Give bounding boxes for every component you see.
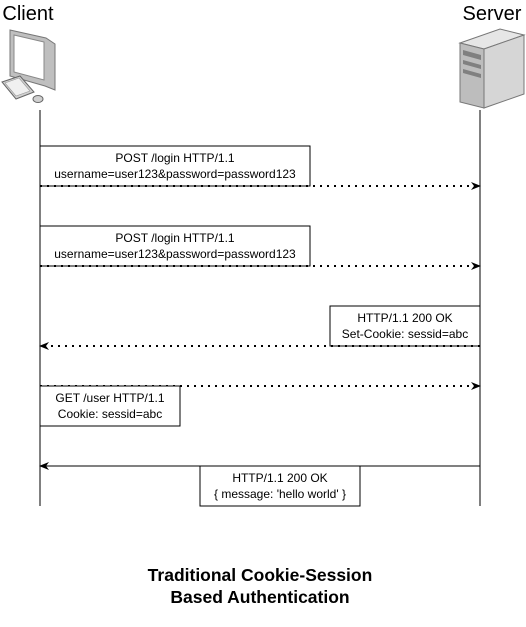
message-box [199, 465, 361, 507]
message-3: HTTP/1.1 200 OK Set-Cookie: sessid=abc [39, 305, 481, 350]
message-line-1: HTTP/1.1 200 OK [232, 471, 327, 485]
message-line-2: username=user123&password=password123 [54, 247, 296, 261]
message-box [39, 145, 311, 187]
message-line-2: Cookie: sessid=abc [58, 407, 162, 421]
message-line-2: { message: 'hello world' } [214, 487, 346, 501]
client-label: Client [2, 3, 54, 25]
message-5: HTTP/1.1 200 OK { message: 'hello world'… [39, 462, 480, 507]
message-box [39, 385, 181, 427]
caption-line-1: Traditional Cookie-Session [148, 565, 373, 585]
message-box [39, 225, 311, 267]
server-tower-icon [458, 28, 526, 109]
message-line-1: POST /login HTTP/1.1 [115, 231, 234, 245]
caption-line-2: Based Authentication [170, 587, 349, 607]
message-line-1: GET /user HTTP/1.1 [55, 391, 164, 405]
message-2: POST /login HTTP/1.1 username=user123&pa… [39, 225, 481, 270]
message-line-2: username=user123&password=password123 [54, 167, 296, 181]
message-line-1: POST /login HTTP/1.1 [115, 151, 234, 165]
message-line-2: Set-Cookie: sessid=abc [342, 327, 468, 341]
server-label: Server [463, 3, 522, 25]
message-4: GET /user HTTP/1.1 Cookie: sessid=abc [39, 382, 481, 427]
message-box [329, 305, 481, 347]
message-line-1: HTTP/1.1 200 OK [357, 311, 452, 325]
message-1: POST /login HTTP/1.1 username=user123&pa… [39, 145, 481, 190]
desktop-computer-icon [1, 29, 56, 103]
